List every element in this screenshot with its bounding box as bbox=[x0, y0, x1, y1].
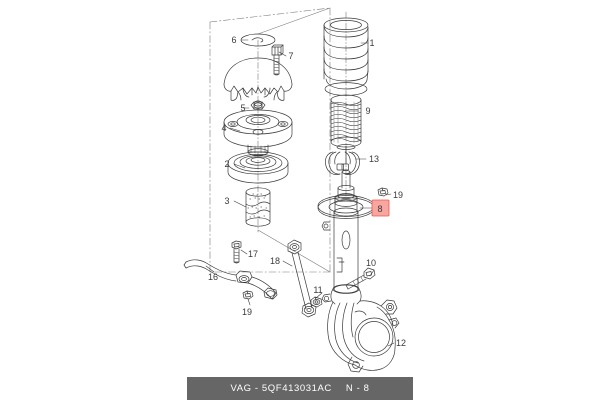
part-clamp-nut bbox=[310, 296, 323, 308]
highlight-box-item-8 bbox=[371, 199, 390, 217]
callout-2: 2 bbox=[224, 159, 229, 169]
part-number-text: VAG - 5QF413031AC bbox=[230, 383, 332, 394]
part-hex-nut bbox=[250, 100, 266, 110]
caption-bar: VAG - 5QF413031AC N - 8 bbox=[187, 377, 413, 400]
callout-16: 16 bbox=[208, 272, 218, 282]
callout-19-lower: 19 bbox=[242, 307, 252, 317]
callout-3: 3 bbox=[224, 196, 229, 206]
part-coil-spring bbox=[323, 17, 369, 96]
callout-7: 7 bbox=[288, 51, 293, 61]
callout-numbers: 1 2 3 4 5 6 7 8 9 10 11 12 13 16 17 18 1… bbox=[208, 35, 406, 348]
callout-12: 12 bbox=[396, 338, 406, 348]
part-coupling-rod bbox=[287, 239, 317, 318]
part-protective-dome-cover bbox=[223, 57, 293, 101]
callout-5: 5 bbox=[240, 103, 245, 113]
part-stabilizer-bar bbox=[183, 259, 278, 300]
leader-lines bbox=[205, 39, 395, 347]
part-bump-stop-boot bbox=[330, 94, 362, 148]
callout-11: 11 bbox=[313, 285, 322, 295]
part-steering-knuckle bbox=[321, 284, 400, 373]
part-spring-bearing bbox=[227, 151, 289, 184]
callout-4: 4 bbox=[221, 123, 226, 133]
page-code-text: N - 8 bbox=[345, 383, 370, 394]
part-spacer-bushing bbox=[245, 187, 271, 227]
callout-10: 10 bbox=[366, 258, 376, 268]
callout-13: 13 bbox=[369, 154, 379, 164]
callout-6: 6 bbox=[231, 35, 236, 45]
part-spring-seat-clamp bbox=[325, 144, 360, 175]
part-self-locking-nut-upper bbox=[377, 187, 389, 197]
part-hex-bolt bbox=[271, 44, 284, 76]
part-clamp-bolt bbox=[345, 267, 376, 290]
part-shock-absorber-strut bbox=[317, 170, 375, 294]
part-stabilizer-clamp-bolt bbox=[231, 240, 242, 264]
part-self-locking-nut-lower bbox=[242, 290, 254, 300]
callout-18: 18 bbox=[270, 256, 280, 266]
callout-19-upper: 19 bbox=[393, 190, 403, 200]
callout-9: 9 bbox=[365, 106, 370, 116]
callout-8: 8 bbox=[377, 204, 382, 214]
callout-1: 1 bbox=[369, 38, 374, 48]
callout-17: 17 bbox=[248, 249, 258, 259]
